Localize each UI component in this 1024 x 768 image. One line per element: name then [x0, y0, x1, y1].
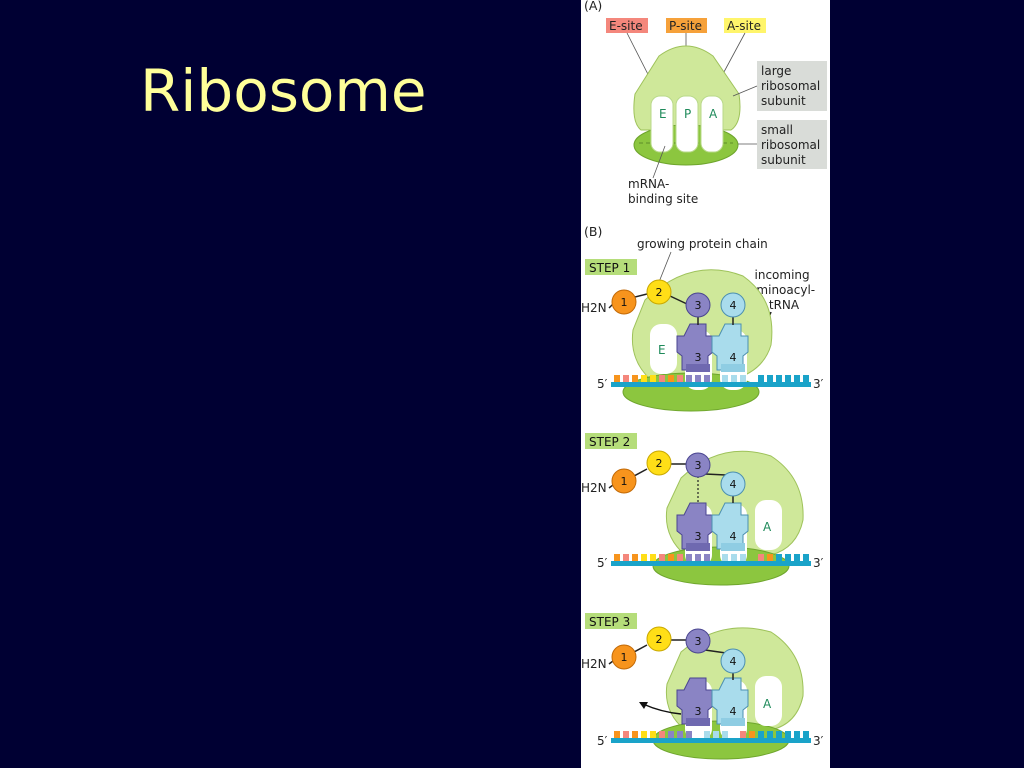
svg-text:3: 3 — [695, 459, 702, 472]
mrna-strand-3 — [611, 738, 811, 743]
anticodon-4-step-3: 4 — [730, 705, 737, 718]
svg-text:2: 2 — [656, 286, 663, 299]
step-1-badge — [585, 259, 637, 275]
panel-b: (B) growing protein chain incoming amino… — [581, 224, 824, 760]
p-site-tag — [666, 18, 707, 33]
step-2: STEP 2 A 5′ 3′ — [581, 433, 824, 586]
anticodon-4-step-1: 4 — [730, 351, 737, 364]
amino-terminus-1: H2N — [581, 301, 607, 315]
svg-text:4: 4 — [730, 655, 737, 668]
residue-1-step-2 — [611, 468, 637, 494]
panel-b-label: (B) — [584, 224, 602, 239]
svg-text:4: 4 — [730, 299, 737, 312]
small-subunit-label-box — [757, 120, 827, 169]
residue-3-step-2 — [685, 452, 711, 478]
e-site-tag-text: E-site — [609, 19, 643, 33]
residue-1-step-1 — [611, 289, 637, 315]
step-3-label: STEP 3 — [589, 615, 630, 629]
a-site-tag — [724, 18, 766, 33]
codons-step-1 — [614, 375, 809, 382]
panel-a: (A) E-site P-site A-site E P A large rib… — [584, 0, 827, 206]
svg-text:1: 1 — [621, 651, 628, 664]
large-subunit-label-box — [757, 61, 827, 111]
a-site-letter: A — [709, 107, 718, 121]
anticodon-3-step-1: 3 — [695, 351, 702, 364]
step-3-badge — [585, 613, 637, 629]
ribosome-diagram: (A) E-site P-site A-site E P A large rib… — [581, 0, 827, 760]
mrna-strand-1 — [611, 382, 811, 387]
five-prime-2: 5′ — [597, 556, 608, 570]
step-2-badge — [585, 433, 637, 449]
residue-4-step-2 — [720, 471, 746, 497]
step-2-label: STEP 2 — [589, 435, 630, 449]
p-site-letter: P — [684, 107, 691, 121]
anticodon-4-step-2: 4 — [730, 530, 737, 543]
svg-text:4: 4 — [730, 478, 737, 491]
codons-step-2 — [614, 554, 809, 561]
step-1: STEP 1 E 5′ 3′ — [581, 259, 824, 412]
svg-text:2: 2 — [656, 633, 663, 646]
step-2-site-letter: A — [763, 520, 772, 534]
svg-text:3: 3 — [695, 299, 702, 312]
svg-text:2: 2 — [656, 457, 663, 470]
residue-3-step-1 — [685, 292, 711, 318]
growing-protein-chain-label: growing protein chain — [637, 237, 768, 251]
ribosome-figure: (A) E-site P-site A-site E P A large rib… — [581, 0, 830, 768]
residue-2-step-3 — [646, 626, 672, 652]
anticodon-3-step-2: 3 — [695, 530, 702, 543]
svg-text:3: 3 — [695, 635, 702, 648]
amino-terminus-3: H2N — [581, 657, 607, 671]
slide-title: Ribosome — [140, 57, 427, 125]
residue-4-step-1 — [720, 292, 746, 318]
residue-1-step-3 — [611, 644, 637, 670]
amino-terminus-2: H2N — [581, 481, 607, 495]
three-prime-1: 3′ — [813, 377, 824, 391]
five-prime-3: 5′ — [597, 734, 608, 748]
step-1-site-letter: E — [658, 343, 666, 357]
small-subunit-label: small ribosomal subunit — [761, 123, 824, 167]
step-3: STEP 3 A 5′ 3′ — [581, 613, 824, 760]
svg-text:1: 1 — [621, 475, 628, 488]
residue-2-step-2 — [646, 450, 672, 476]
codons-step-3 — [614, 731, 809, 738]
svg-text:1: 1 — [621, 296, 628, 309]
anticodon-3-step-3: 3 — [695, 705, 702, 718]
e-site-letter: E — [659, 107, 667, 121]
large-subunit-label: large ribosomal subunit — [761, 64, 824, 108]
residue-3-step-3 — [685, 628, 711, 654]
incoming-aminoacyl-trna-label: incoming aminoacyl- tRNA — [749, 268, 819, 312]
three-prime-3: 3′ — [813, 734, 824, 748]
step-3-site-letter: A — [763, 697, 772, 711]
step-1-label: STEP 1 — [589, 261, 630, 275]
p-site-tag-text: P-site — [669, 19, 702, 33]
three-prime-2: 3′ — [813, 556, 824, 570]
panel-a-label: (A) — [584, 0, 602, 13]
mrna-strand-2 — [611, 561, 811, 566]
five-prime-1: 5′ — [597, 377, 608, 391]
e-site-tag — [606, 18, 648, 33]
residue-2-step-1 — [646, 279, 672, 305]
a-site-tag-text: A-site — [727, 19, 761, 33]
residue-4-step-3 — [720, 648, 746, 674]
mrna-binding-site-label: mRNA- binding site — [628, 177, 698, 206]
